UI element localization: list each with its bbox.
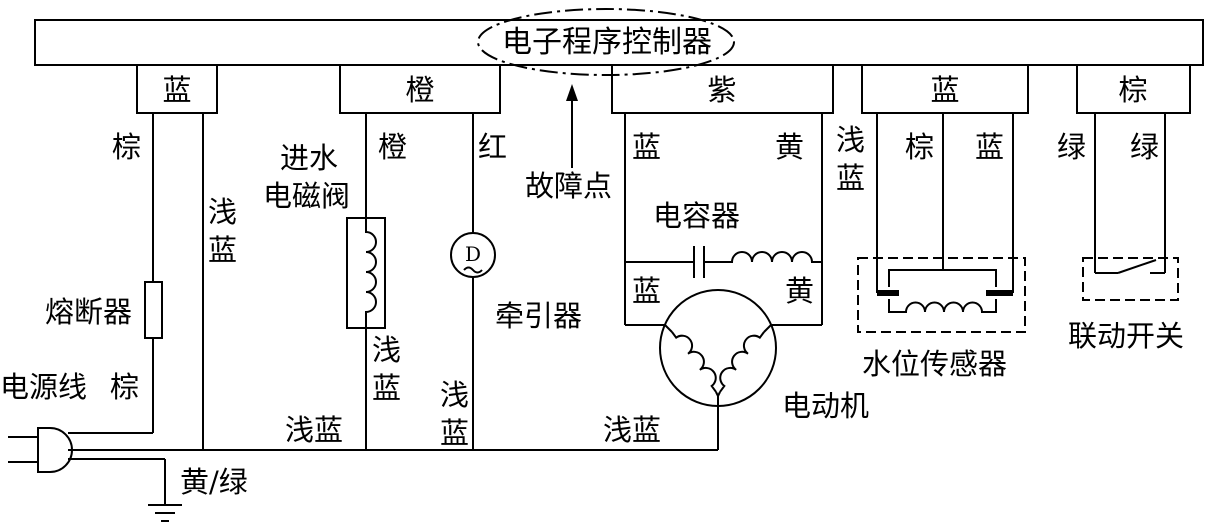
label-power-brown: 棕 <box>110 370 139 404</box>
label-valve-light-blue-2: 蓝 <box>372 371 401 405</box>
power-cord-label: 电源线 <box>0 370 87 404</box>
label-bus-light-blue-right: 浅蓝 <box>603 413 661 447</box>
inlet-valve-coil <box>365 218 377 328</box>
label-c4-light-blue-2: 蓝 <box>836 161 865 195</box>
label-c2-orange: 橙 <box>378 130 407 164</box>
connector-box-2 <box>339 64 501 114</box>
label-c3-yellow: 黄 <box>775 130 804 164</box>
connector-box-3 <box>611 64 834 114</box>
water-level-sensor-top <box>888 269 997 287</box>
label-c1-light-blue-2: 蓝 <box>208 233 237 267</box>
connector-label-2: 橙 <box>405 73 434 107</box>
water-level-sensor-label: 水位传感器 <box>862 347 1007 381</box>
fault-point-arrow-head <box>566 84 578 101</box>
label-c3-blue: 蓝 <box>632 130 661 164</box>
inlet-valve-label-1: 进水 <box>280 141 338 175</box>
label-c5-green-left: 绿 <box>1057 130 1086 164</box>
label-c4-light-blue-1: 浅 <box>836 123 865 157</box>
label-tractor-light-blue-2: 蓝 <box>440 416 469 450</box>
label-c3-cap-blue: 蓝 <box>632 274 661 308</box>
motor-label: 电动机 <box>782 389 869 423</box>
label-valve-light-blue-1: 浅 <box>372 333 401 367</box>
capacitor-inductor <box>704 251 822 263</box>
connector-label-5: 棕 <box>1118 73 1147 107</box>
motor-winding-left <box>671 331 717 393</box>
tractor-symbol-wave <box>463 266 483 274</box>
motor-lead-left <box>664 324 673 333</box>
fault-point-label: 故障点 <box>525 169 612 203</box>
connector-label-1: 蓝 <box>162 73 191 107</box>
inlet-valve-label-2: 电磁阀 <box>263 179 350 213</box>
connector-label-3: 紫 <box>707 73 736 107</box>
connector-box-5 <box>1076 64 1191 114</box>
fault-point-ellipse <box>477 8 735 76</box>
label-c4-brown: 棕 <box>905 130 934 164</box>
water-level-sensor-coil <box>888 299 997 313</box>
label-tractor-light-blue-1: 浅 <box>440 378 469 412</box>
interlock-switch-blade <box>1117 259 1157 274</box>
motor-winding-right <box>719 331 765 393</box>
interlock-switch-label: 联动开关 <box>1068 319 1184 353</box>
label-ground: 黄/绿 <box>180 465 248 499</box>
fuse-label: 熔断器 <box>45 295 132 329</box>
tractor-label: 牵引器 <box>495 299 582 333</box>
connector-box-1 <box>136 64 218 114</box>
label-c1-light-blue-1: 浅 <box>208 195 237 229</box>
controller-title: 电子程序控制器 <box>502 25 712 60</box>
interlock-switch-outline <box>1082 257 1179 301</box>
motor-lead-right <box>763 324 772 333</box>
label-c2-red: 红 <box>478 130 507 164</box>
motor-star-junction <box>715 391 721 399</box>
tractor-symbol-letter: D <box>465 242 481 266</box>
label-c4-blue: 蓝 <box>975 130 1004 164</box>
power-plug <box>37 427 73 473</box>
capacitor-label: 电容器 <box>653 199 740 233</box>
label-c3-cap-yellow: 黄 <box>785 274 814 308</box>
label-c5-green-right: 绿 <box>1130 130 1159 164</box>
connector-label-4: 蓝 <box>930 73 959 107</box>
connector-box-4 <box>861 64 1029 114</box>
label-bus-light-blue-left: 浅蓝 <box>285 413 343 447</box>
fuse-symbol <box>144 281 163 339</box>
water-level-sensor-outline <box>857 257 1026 333</box>
label-c1-brown: 棕 <box>112 130 141 164</box>
motor-circle <box>659 289 777 407</box>
